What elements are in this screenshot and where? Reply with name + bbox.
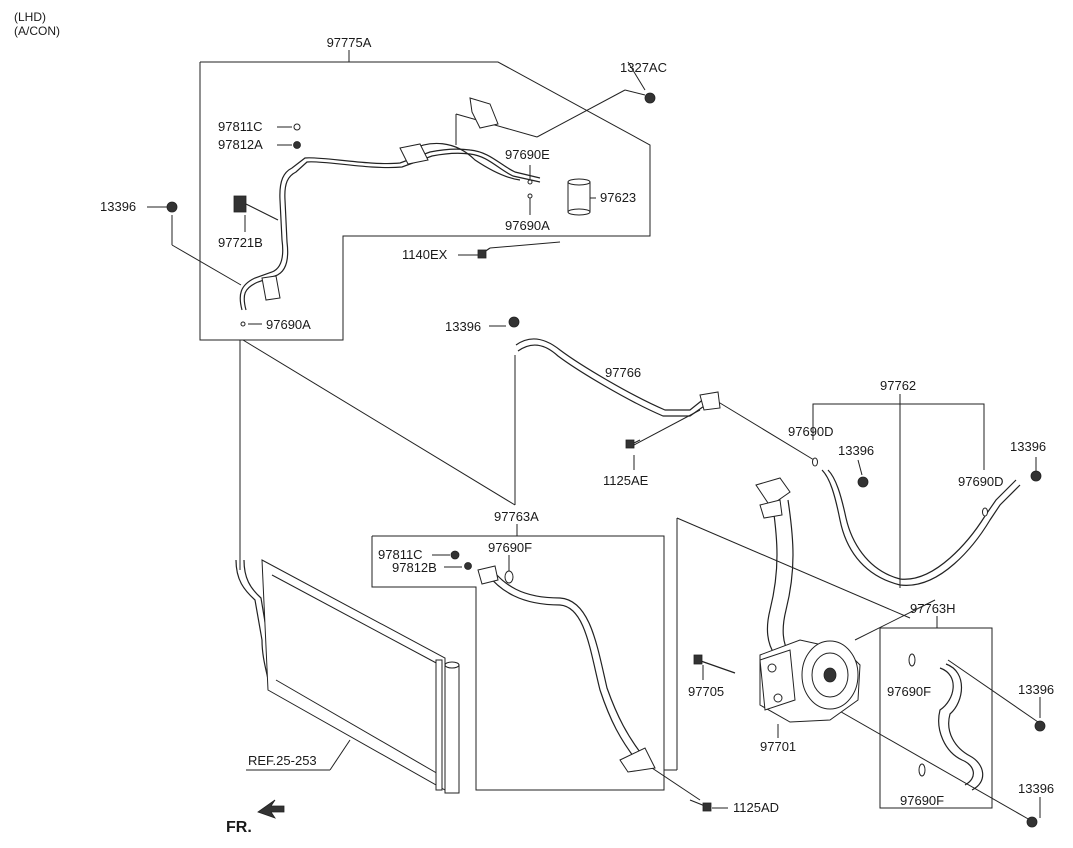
label-97762: 97762: [880, 378, 916, 393]
label-97775A: 97775A: [327, 35, 372, 50]
pipe-97762: [821, 469, 1021, 586]
bracket-97762: [812, 403, 985, 470]
header-lhd: (LHD): [14, 10, 46, 24]
label-13396-b: 13396: [445, 319, 481, 334]
pipe-compressor-suction: [766, 499, 794, 656]
label-97690F-c: 97690F: [900, 793, 944, 808]
label-97763A: 97763A: [494, 509, 539, 524]
label-97763H: 97763H: [910, 601, 956, 616]
fitting-compressor-top: [755, 477, 791, 519]
nut-13396-e: [1034, 720, 1046, 732]
label-1125AD: 1125AD: [733, 800, 779, 815]
label-97811C-a: 97811C: [218, 119, 263, 134]
oring-97690D-b: [982, 507, 988, 517]
oring-97811C-b: [450, 550, 460, 560]
label-97721B: 97721B: [218, 235, 263, 250]
label-13396-e: 13396: [1018, 682, 1054, 697]
nut-13396-b: [508, 316, 520, 328]
fitting-97766-end: [699, 391, 721, 411]
label-97690D-a: 97690D: [788, 424, 834, 439]
nut-13396-f: [1026, 816, 1038, 828]
bolt-1140EX: [477, 247, 491, 259]
label-13396-d: 13396: [1010, 439, 1046, 454]
fitting-97775A-mid: [399, 143, 429, 165]
pipe-97763H: [938, 663, 984, 791]
label-13396-a: 13396: [100, 199, 136, 214]
label-97701: 97701: [760, 739, 796, 754]
oring-97690A-a: [527, 193, 533, 199]
nut-13396-d: [1030, 470, 1042, 482]
compressor-97701: [759, 639, 861, 723]
oring-97690F-a: [504, 570, 514, 584]
label-97705: 97705: [688, 684, 724, 699]
group-box-97775A: [199, 61, 651, 341]
front-arrow-icon: [257, 799, 285, 819]
label-97690A-b: 97690A: [266, 317, 311, 332]
fitting-97775A-lower: [261, 275, 281, 301]
nut-1327AC: [644, 92, 656, 104]
pipe-97766: [515, 338, 708, 417]
label-97690A-a: 97690A: [505, 218, 550, 233]
header-acon: (A/CON): [14, 24, 60, 38]
pipe-97763A: [487, 569, 647, 766]
label-97690E: 97690E: [505, 147, 550, 162]
label-13396-c: 13396: [838, 443, 874, 458]
sensor-97721B: [233, 195, 279, 221]
oring-97690D-a: [812, 457, 818, 467]
bracket-fitting-97763A: [477, 565, 656, 773]
bolt-1125AD: [689, 799, 712, 812]
pipe-97775A: [239, 142, 541, 311]
label-fr: FR.: [226, 819, 252, 836]
condenser: [261, 559, 460, 794]
oring-97690F-c: [918, 763, 926, 777]
bracket-clip-upper: [469, 97, 499, 129]
label-97690F-a: 97690F: [488, 540, 532, 555]
label-ref-25-253: REF.25-253: [248, 753, 317, 768]
group-box-97763H: [879, 627, 993, 809]
valve-97812B: [464, 562, 472, 570]
label-97811C-b: 97811C: [378, 547, 423, 562]
receiver-drier-97623: [567, 178, 591, 216]
label-97812B: 97812B: [392, 560, 437, 575]
label-97690F-b: 97690F: [887, 684, 931, 699]
nut-13396-a: [166, 201, 178, 213]
label-13396-f: 13396: [1018, 781, 1054, 796]
label-97766: 97766: [605, 365, 641, 380]
label-1125AE: 1125AE: [603, 473, 649, 488]
nut-13396-c: [857, 476, 869, 488]
label-1327AC: 1327AC: [620, 60, 667, 75]
label-97690D-b: 97690D: [958, 474, 1004, 489]
label-1140EX: 1140EX: [402, 247, 448, 262]
oring-97690E: [527, 179, 533, 185]
oring-97690F-b: [908, 653, 916, 667]
bolt-97705: [693, 654, 736, 674]
oring-97690A-b: [240, 321, 246, 327]
bolt-1125AE: [625, 439, 641, 449]
group-box-97763A: [371, 535, 665, 791]
label-97812A: 97812A: [218, 137, 263, 152]
label-97623: 97623: [600, 190, 636, 205]
oring-97811C-a: [293, 123, 301, 131]
valve-97812A: [293, 141, 301, 149]
